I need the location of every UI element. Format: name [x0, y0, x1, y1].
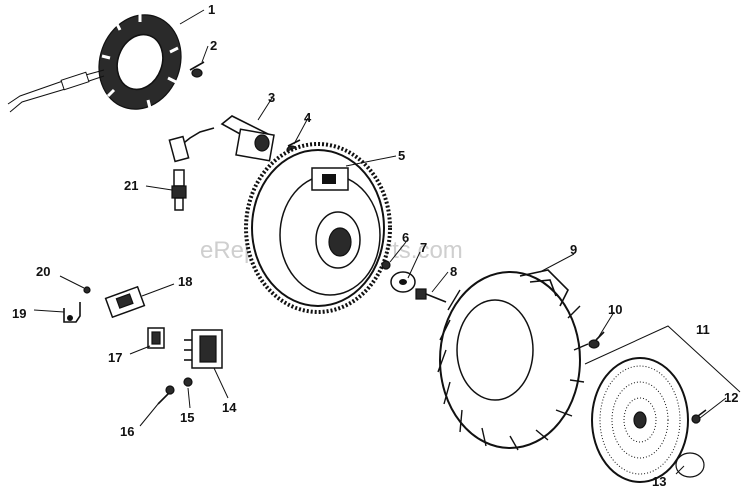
callout-20: 20 — [36, 264, 50, 279]
callout-2: 2 — [210, 38, 217, 53]
ignition-module-part — [168, 115, 275, 163]
stator-part — [7, 14, 182, 113]
callout-1: 1 — [208, 2, 215, 17]
grille-screen-part — [584, 325, 741, 483]
screw-part-10 — [588, 331, 605, 349]
callout-15: 15 — [180, 410, 194, 425]
connector-part-17 — [147, 327, 165, 349]
rectifier-part — [184, 329, 223, 369]
callout-14: 14 — [222, 400, 237, 415]
screw-part-16 — [157, 385, 175, 405]
callout-12: 12 — [724, 390, 738, 405]
flywheel-part — [244, 142, 392, 314]
screw-part-12 — [691, 409, 707, 424]
washer-part-7 — [390, 271, 416, 293]
spark-plug-part — [171, 169, 187, 211]
callout-18: 18 — [178, 274, 192, 289]
callout-4: 4 — [304, 110, 312, 125]
callout-10: 10 — [608, 302, 622, 317]
callout-13: 13 — [652, 474, 666, 489]
leader-lines — [33, 9, 727, 475]
callout-19: 19 — [12, 306, 26, 321]
callout-6: 6 — [402, 230, 409, 245]
callout-8: 8 — [450, 264, 457, 279]
fan-part — [437, 269, 589, 451]
callout-3: 3 — [268, 90, 275, 105]
washer-part-6 — [381, 260, 391, 270]
callout-16: 16 — [120, 424, 134, 439]
callout-5: 5 — [398, 148, 405, 163]
callout-9: 9 — [570, 242, 577, 257]
bolt-part-8 — [415, 288, 447, 303]
callout-17: 17 — [108, 350, 122, 365]
nut-part-15 — [183, 377, 193, 387]
clip-part-19 — [63, 302, 81, 323]
screw-part-2 — [189, 61, 205, 78]
connector-part-18 — [104, 285, 146, 319]
decal-part-13 — [675, 452, 705, 478]
callout-7: 7 — [420, 240, 427, 255]
nut-part-20 — [83, 286, 91, 294]
callout-21: 21 — [124, 178, 138, 193]
callout-11: 11 — [696, 322, 710, 337]
